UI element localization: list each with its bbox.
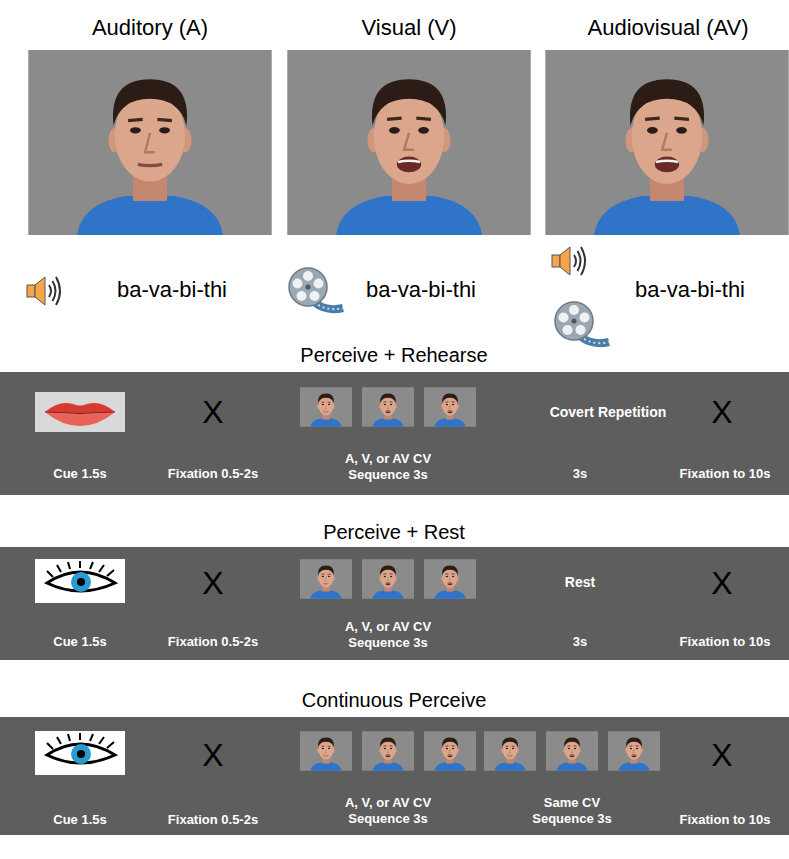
fixation-cross: X — [711, 396, 732, 428]
syllable-sequence: ba-va-bi-thi — [635, 277, 745, 302]
timeline-band: Perceive + RestCue 1.5sXFixation 0.5-2sA… — [0, 547, 789, 660]
step-label: A, V, or AV CV Sequence 3s — [332, 451, 444, 484]
fixation-cross: X — [711, 567, 732, 599]
eye-cue-icon — [35, 559, 125, 603]
step-label: Fixation to 10s — [679, 812, 770, 828]
step-label: Fixation 0.5-2s — [168, 634, 258, 650]
band-heading: Perceive + Rehearse — [300, 343, 487, 368]
column-heading: Visual (V) — [362, 15, 457, 40]
column-heading: Auditory (A) — [92, 15, 208, 40]
step-label: Cue 1.5s — [53, 634, 106, 650]
face-thumbnail — [300, 387, 352, 427]
fixation-cross: X — [202, 567, 223, 599]
syllable-sequence: ba-va-bi-thi — [366, 277, 476, 302]
face-thumbnail — [300, 559, 352, 599]
stimulus-illustration — [0, 0, 789, 360]
step-label: Fixation to 10s — [679, 466, 770, 482]
step-label: Cue 1.5s — [53, 812, 106, 828]
speaker-icon — [27, 277, 60, 305]
step-label: A, V, or AV CV Sequence 3s — [332, 795, 444, 828]
face-photo — [28, 50, 271, 235]
speaker-icon — [552, 247, 585, 275]
step-label: Fixation to 10s — [679, 634, 770, 650]
face-thumbnail — [424, 731, 476, 771]
step-label: Rest — [565, 574, 595, 592]
eye-cue-icon — [35, 731, 125, 775]
step-label: 3s — [573, 634, 587, 650]
step-label: Fixation 0.5-2s — [168, 812, 258, 828]
fixation-cross: X — [711, 739, 732, 771]
step-label: Fixation 0.5-2s — [168, 466, 258, 482]
band-heading: Continuous Perceive — [302, 688, 487, 713]
face-thumbnail — [484, 731, 536, 771]
timeline-band: Perceive + RehearseCue 1.5sXFixation 0.5… — [0, 372, 789, 495]
step-label: Covert Repetition — [550, 404, 667, 422]
step-label: Cue 1.5s — [53, 466, 106, 482]
lips-cue-icon — [35, 392, 125, 432]
step-label: 3s — [573, 466, 587, 482]
film-reel-icon — [289, 268, 343, 309]
syllable-sequence: ba-va-bi-thi — [117, 277, 227, 302]
band-heading: Perceive + Rest — [323, 520, 465, 545]
face-photo — [287, 50, 530, 235]
face-thumbnail — [608, 731, 660, 771]
face-thumbnail — [362, 559, 414, 599]
column-heading: Audiovisual (AV) — [588, 15, 749, 40]
film-reel-icon — [555, 302, 609, 343]
fixation-cross: X — [202, 739, 223, 771]
face-thumbnail — [362, 387, 414, 427]
step-label: Same CV Sequence 3s — [516, 795, 628, 828]
step-label: A, V, or AV CV Sequence 3s — [332, 619, 444, 652]
face-thumbnail — [546, 731, 598, 771]
face-photo — [545, 50, 788, 235]
face-thumbnail — [424, 559, 476, 599]
face-thumbnail — [362, 731, 414, 771]
face-thumbnail — [424, 387, 476, 427]
fixation-cross: X — [202, 396, 223, 428]
face-thumbnail — [300, 731, 352, 771]
timeline-band: Continuous PerceiveCue 1.5sXFixation 0.5… — [0, 717, 789, 835]
